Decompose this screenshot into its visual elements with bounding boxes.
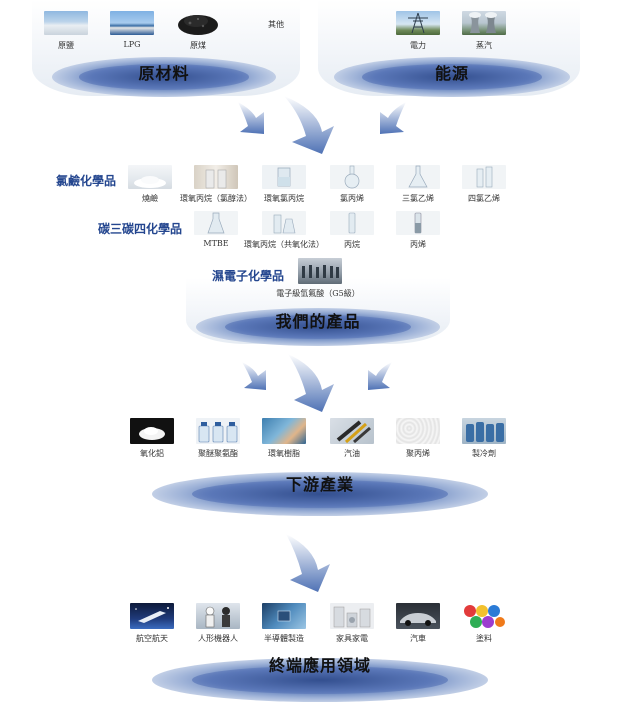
propane-icon: [330, 211, 374, 235]
product-label: 環氧丙烷（共氧化法）: [244, 240, 324, 249]
product-label: 三氯乙烯: [402, 194, 434, 203]
aerospace-icon: [130, 603, 174, 629]
raw-materials-title: 原材料: [138, 64, 190, 83]
propylene-oxide-coox-icon: [262, 211, 306, 235]
home-appliances-icon: [330, 603, 374, 629]
raw-material-label: 原煤: [190, 41, 206, 50]
end-use-label: 塗料: [476, 634, 492, 643]
product-label: 燒鹼: [142, 194, 158, 203]
coal-pile-icon: [176, 8, 220, 36]
downstream-label: 環氧樹脂: [268, 449, 300, 458]
automobile-icon: [396, 603, 440, 629]
raw-material-label: LPG: [123, 40, 141, 49]
propylene-icon: [396, 211, 440, 235]
end-use-label: 半導體製造: [264, 634, 304, 643]
product-label: 電子級氫氟酸（G5級）: [276, 289, 360, 298]
caustic-soda-icon: [128, 165, 172, 189]
raw-materials-ring: [52, 57, 276, 97]
raw-material-label: 其他: [268, 20, 284, 29]
energy-ring: [334, 57, 570, 97]
end-use-ring: [152, 658, 488, 702]
flow-arrow-bottom: [276, 530, 356, 594]
cooling-tower-icon: [462, 11, 506, 35]
energy-label: 電力: [410, 41, 426, 50]
tetrachloroethylene-icon: [462, 165, 506, 189]
epoxy-resin-icon: [262, 418, 306, 444]
category-chlor-alkali: 氯鹼化學品: [56, 174, 117, 188]
product-label: 環氧氯丙烷: [264, 194, 304, 203]
hydrofluoric-acid-icon: [298, 258, 342, 284]
energy-title: 能源: [434, 64, 469, 83]
polyether-polyol-icon: [196, 418, 240, 444]
end-use-label: 汽車: [410, 634, 426, 643]
epichlorohydrin-icon: [262, 165, 306, 189]
downstream-label: 製冷劑: [472, 449, 496, 458]
propylene-oxide-chlorohydrin-icon: [194, 165, 238, 189]
product-label: MTBE: [203, 239, 229, 248]
end-use-title: 終端應用領域: [268, 656, 371, 675]
salt-field-icon: [44, 11, 88, 35]
lpg-tanker-icon: [110, 11, 154, 35]
allyl-chloride-icon: [330, 165, 374, 189]
end-use-label: 家具家電: [336, 634, 368, 643]
downstream-label: 汽油: [344, 449, 360, 458]
product-label: 丙烷: [344, 240, 360, 249]
semiconductor-icon: [262, 603, 306, 629]
downstream-label: 聚丙烯: [406, 449, 430, 458]
polypropylene-icon: [396, 418, 440, 444]
refrigerant-icon: [462, 418, 506, 444]
trichloroethylene-icon: [396, 165, 440, 189]
product-label: 四氯乙烯: [468, 194, 500, 203]
category-c3-c4: 碳三碳四化學品: [98, 222, 183, 236]
alumina-icon: [130, 418, 174, 444]
paint-icon: [462, 603, 506, 629]
downstream-ring: [152, 472, 488, 516]
downstream-title: 下游產業: [285, 475, 354, 494]
products-title: 我們的產品: [275, 312, 361, 331]
flow-arrows-top: [230, 92, 410, 156]
product-label: 丙烯: [410, 240, 426, 249]
gasoline-icon: [330, 418, 374, 444]
category-wet-electronic: 濕電子化學品: [212, 269, 285, 283]
product-label: 氯丙烯: [340, 194, 364, 203]
end-use-label: 人形機器人: [198, 634, 238, 643]
products-ring: [196, 308, 440, 346]
product-label: 環氧丙烷（氯醇法）: [180, 194, 252, 203]
downstream-label: 氧化鋁: [140, 449, 164, 458]
flow-arrows-middle: [236, 350, 396, 414]
mtbe-icon: [194, 211, 238, 235]
energy-label: 蒸汽: [476, 41, 492, 50]
raw-material-label: 原鹽: [58, 41, 74, 50]
end-use-label: 航空航天: [136, 634, 168, 643]
downstream-label: 聚醚聚氨酯: [198, 449, 238, 458]
humanoid-robot-icon: [196, 603, 240, 629]
power-tower-icon: [396, 11, 440, 35]
